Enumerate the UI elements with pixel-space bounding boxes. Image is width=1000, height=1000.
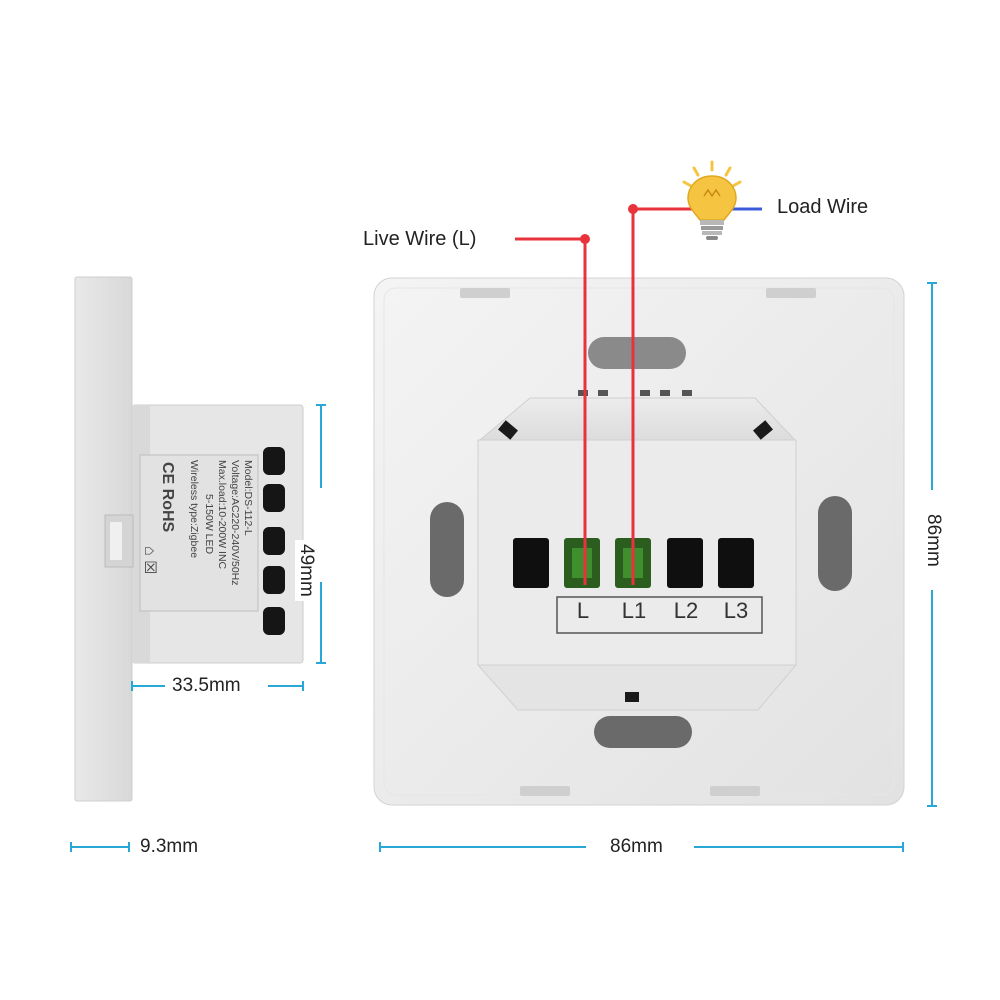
sticker-led-load: 5-150W LED: [203, 494, 215, 555]
terminal-hole-l3: [718, 538, 754, 588]
terminal-hole: [513, 538, 549, 588]
plate-clip: [766, 288, 816, 298]
load-wire-label: Load Wire: [777, 196, 869, 218]
front-view: [373, 277, 905, 806]
dimension-side-height: 49mm: [295, 540, 317, 601]
module-bottom-bevel: [476, 664, 798, 711]
live-wire-label: Live Wire (L): [363, 228, 477, 250]
side-clip-slot: [110, 522, 122, 560]
module-notch: [753, 420, 773, 440]
terminal-label-l: L: [576, 598, 590, 623]
live-wire-dot: [580, 234, 590, 244]
module-top-bevel: [478, 397, 797, 441]
load-wire-dot: [628, 204, 638, 214]
terminal-label-l1: L1: [621, 598, 647, 623]
terminal-hole-l-inner: [572, 548, 592, 578]
dimension-front-height: 86mm: [922, 510, 944, 571]
mount-slot-bottom: [594, 716, 692, 748]
side-view: [74, 276, 304, 802]
sticker-certifications: CE RoHS: [159, 462, 176, 533]
sticker-recycle-icons: ⌂ ☒: [141, 546, 158, 575]
dimension-front-width: 86mm: [606, 836, 667, 858]
terminal-hole-l2: [667, 538, 703, 588]
sticker-model: Model:DS-112-L: [242, 460, 254, 536]
light-bulb-icon: [682, 160, 742, 240]
wiring: [515, 204, 762, 585]
side-screw-hole: [263, 607, 285, 635]
module-bottom-slot: [625, 692, 639, 702]
terminal-block: [513, 538, 763, 634]
mount-slot-top: [588, 337, 686, 369]
mount-slot-left: [430, 502, 464, 597]
plate-clip: [710, 786, 760, 796]
terminal-label-l2: L2: [673, 598, 699, 623]
vent-dots: [578, 390, 692, 396]
side-screw-hole: [263, 484, 285, 512]
side-screw-hole: [263, 447, 285, 475]
dimension-side-plate: 9.3mm: [136, 836, 203, 858]
front-plate-inner: [383, 287, 895, 796]
terminal-label-frame: [556, 596, 763, 634]
mount-slot-right: [818, 496, 852, 591]
product-sticker: Model:DS-112-L Voltage:AC220-240V/50Hz M…: [141, 458, 254, 608]
plate-clip: [520, 786, 570, 796]
module-notch: [498, 420, 518, 440]
terminal-label-l3: L3: [723, 598, 749, 623]
plate-clip: [460, 288, 510, 298]
dimension-side-depth: 33.5mm: [168, 675, 245, 697]
sticker-voltage: Voltage:AC220-240V/50Hz: [229, 460, 241, 586]
side-screw-hole: [263, 566, 285, 594]
dimension-lines: [70, 282, 937, 852]
sticker-max-load: Max.load:10-200W INC: [216, 460, 228, 570]
side-screw-hole: [263, 527, 285, 555]
side-sticker-area: [139, 454, 259, 612]
sticker-wireless: Wireless type:Zigbee: [188, 460, 200, 559]
